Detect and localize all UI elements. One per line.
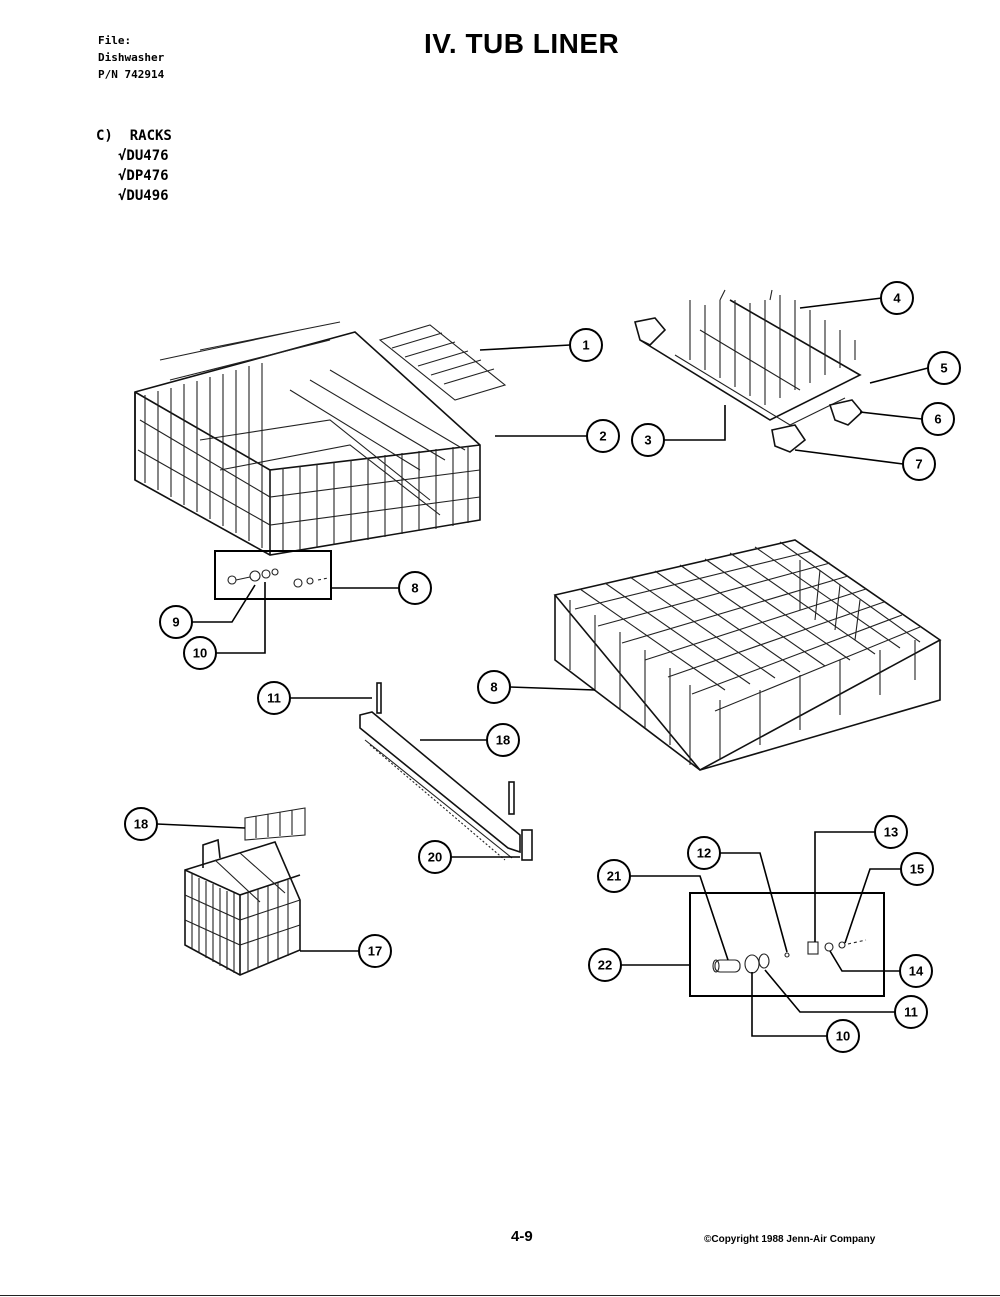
callouts: 1 2 3 4 5 6 7 8 8 9 10 11 18 18 17 20 13… (124, 281, 961, 1053)
svg-text:21: 21 (607, 869, 621, 884)
product-name: Dishwasher (98, 51, 165, 64)
file-header: File: Dishwasher P/N 742914 (98, 32, 164, 83)
svg-text:22: 22 (598, 958, 612, 973)
leader-lines (156, 297, 929, 1037)
svg-text:8: 8 (411, 581, 418, 596)
callout-17: 17 (358, 934, 392, 968)
callout-18-rail: 11 (257, 681, 291, 715)
svg-text:8: 8 (490, 680, 497, 695)
callout-14: 14 (899, 954, 933, 988)
lower-rack-illustration (553, 539, 942, 772)
callout-3: 3 (631, 423, 665, 457)
model-dp476: √DP476 (118, 168, 169, 184)
svg-text:4: 4 (893, 291, 901, 306)
callout-4: 4 (880, 281, 914, 315)
callout-19: 18 (486, 723, 520, 757)
svg-text:6: 6 (934, 412, 941, 427)
svg-text:17: 17 (368, 944, 382, 959)
svg-text:12: 12 (697, 846, 711, 861)
svg-text:18: 18 (496, 733, 510, 748)
callout-2: 2 (586, 419, 620, 453)
svg-text:11: 11 (267, 691, 281, 706)
callout-18-basket: 18 (124, 807, 158, 841)
svg-text:15: 15 (910, 862, 924, 877)
callout-22: 22 (588, 948, 622, 982)
model-du476: √DU476 (118, 148, 169, 164)
roller-kit-parts (712, 939, 867, 974)
page-number: 4-9 (511, 1228, 533, 1245)
svg-text:10: 10 (193, 646, 207, 661)
section-label: C) RACKS (96, 128, 172, 144)
svg-text:5: 5 (940, 361, 947, 376)
svg-text:18: 18 (134, 817, 148, 832)
callout-21: 21 (597, 859, 631, 893)
callout-10-lower: 10 (826, 1019, 860, 1053)
callout-8: 8 (477, 670, 511, 704)
adjuster-kit-box (214, 550, 332, 600)
bottom-rule (0, 1295, 1000, 1296)
callout-1: 1 (569, 328, 603, 362)
copyright-notice: ©Copyright 1988 Jenn-Air Company (704, 1234, 876, 1245)
cup-shelf-illustration (633, 289, 864, 453)
callout-13: 13 (874, 815, 908, 849)
svg-text:3: 3 (644, 433, 651, 448)
svg-text:2: 2 (599, 429, 606, 444)
svg-text:10: 10 (836, 1029, 850, 1044)
adjuster-parts (227, 568, 329, 588)
callout-7: 7 (902, 447, 936, 481)
callout-15: 15 (900, 852, 934, 886)
svg-text:1: 1 (582, 338, 589, 353)
callout-12: 12 (687, 836, 721, 870)
silverware-basket-illustration (184, 807, 306, 976)
file-label: File: (98, 34, 132, 47)
svg-text:11: 11 (904, 1005, 918, 1020)
rack-rail-illustration (359, 682, 533, 861)
callout-11-lower: 11 (894, 995, 928, 1029)
svg-text:14: 14 (909, 964, 924, 979)
callout-6: 6 (921, 402, 955, 436)
svg-text:7: 7 (915, 457, 922, 472)
section-block: C) RACKS √DU476 √DP476 √DU496 (96, 126, 172, 206)
callout-9: 8 (398, 571, 432, 605)
roller-kit-box (689, 892, 885, 997)
svg-text:9: 9 (172, 615, 179, 630)
callout-11-upper: 10 (183, 636, 217, 670)
svg-text:13: 13 (884, 825, 898, 840)
callout-20: 20 (418, 840, 452, 874)
page-title: IV. TUB LINER (424, 28, 620, 59)
callout-10-upper: 9 (159, 605, 193, 639)
upper-rack-illustration (134, 321, 507, 556)
part-number: P/N 742914 (98, 68, 165, 81)
model-du496: √DU496 (118, 188, 169, 204)
callout-5: 5 (927, 351, 961, 385)
svg-text:20: 20 (428, 850, 442, 865)
